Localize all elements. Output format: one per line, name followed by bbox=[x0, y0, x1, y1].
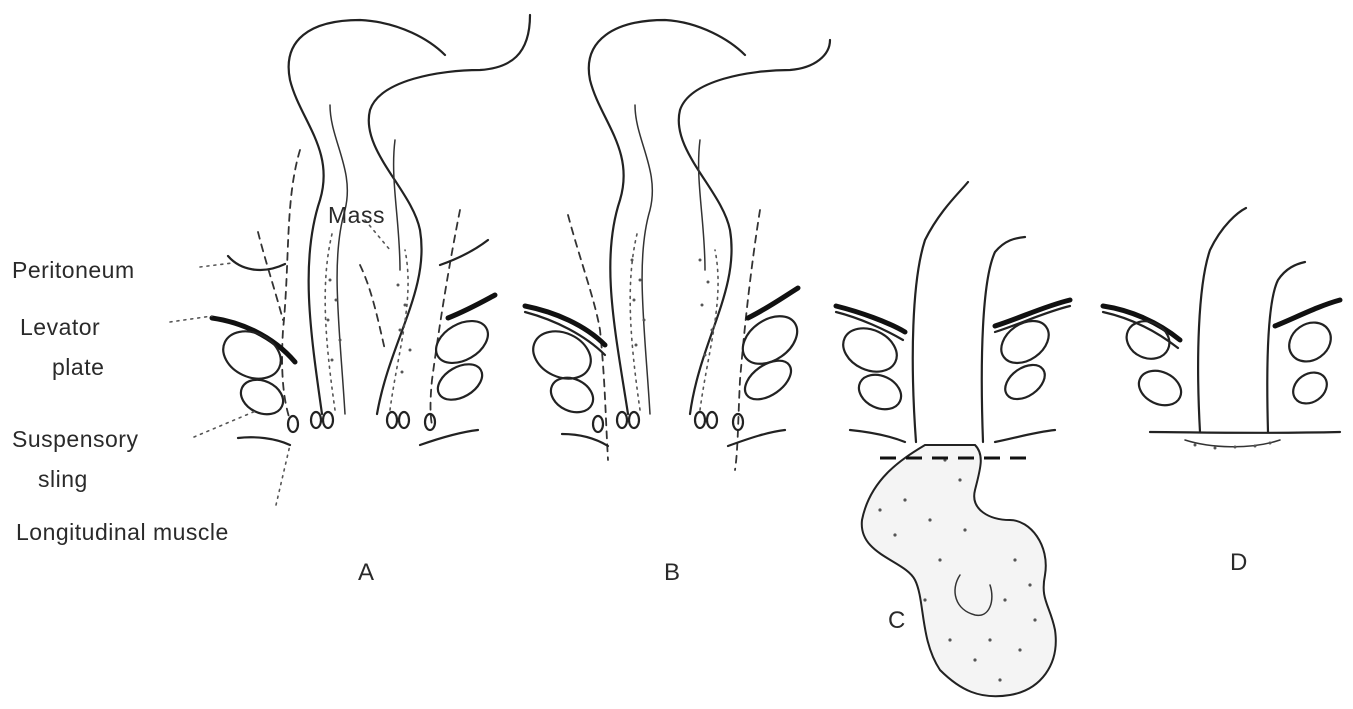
label-mass: Mass bbox=[328, 202, 385, 228]
panel-c bbox=[836, 182, 1070, 696]
panel-label-a: A bbox=[358, 559, 374, 586]
panel-label-b: B bbox=[664, 559, 680, 586]
label-levator-1: Levator bbox=[20, 314, 100, 340]
label-suspensory-2: sling bbox=[38, 466, 88, 492]
panel-label-c: C bbox=[888, 607, 905, 634]
label-levator-2: plate bbox=[52, 354, 104, 380]
panel-label-d: D bbox=[1230, 549, 1247, 576]
panel-d bbox=[1103, 208, 1340, 450]
label-peritoneum: Peritoneum bbox=[12, 257, 135, 283]
panel-b bbox=[525, 20, 830, 470]
label-suspensory-1: Suspensory bbox=[12, 426, 138, 452]
panel-a bbox=[170, 15, 530, 505]
label-longitudinal: Longitudinal muscle bbox=[16, 519, 229, 545]
